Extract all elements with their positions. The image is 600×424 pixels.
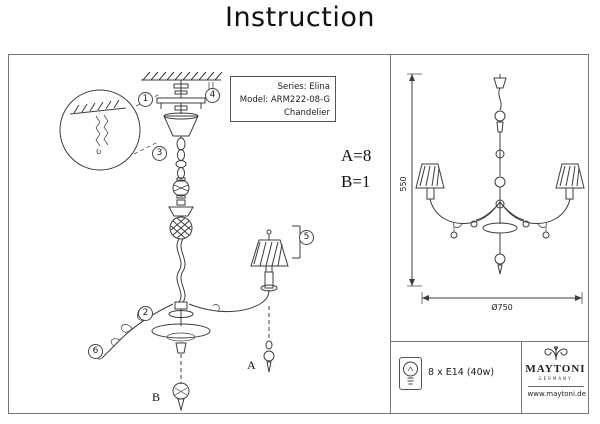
callout-6: 6 — [88, 344, 103, 359]
brand-tagline: GERMANY — [538, 376, 573, 381]
right-horizontal-divider — [390, 341, 589, 342]
brand-emblem-icon — [538, 345, 574, 362]
content-frame — [8, 54, 589, 414]
crystal-ball — [169, 200, 193, 239]
diameter-dimension: Ø750 — [422, 292, 582, 312]
chandelier-drawing: 550 Ø750 — [399, 58, 588, 312]
callout-2: 2 — [138, 306, 153, 321]
model-label: Model: ARM222-08-G — [239, 95, 330, 106]
series-label: Series: Elina — [277, 82, 330, 92]
brand-name: MAYTONI — [525, 363, 586, 375]
callout-3: 3 — [152, 146, 167, 161]
bulb-box — [399, 357, 422, 390]
quantity-a: A=8 — [341, 146, 372, 165]
main-vertical-divider — [390, 54, 391, 414]
height-dimension-label: 550 — [399, 176, 408, 191]
diameter-dimension-label: Ø750 — [491, 302, 513, 312]
part-a-drawing — [264, 306, 274, 372]
callout-1: 1 — [138, 92, 153, 107]
quantity-b: B=1 — [341, 172, 371, 191]
chain-links — [176, 136, 186, 179]
callout-5: 5 — [299, 230, 314, 245]
spec-box: Series: Elina Model: ARM222-08-G Chandel… — [230, 76, 336, 122]
assembly-diagram — [8, 54, 390, 414]
part-quantities: A=8 B=1 — [341, 143, 387, 195]
mounting-hardware — [157, 80, 213, 114]
right-arm — [189, 266, 277, 312]
page-title: Instruction — [224, 2, 375, 33]
brand-website: www.maytoni.de — [527, 386, 586, 398]
twisted-stem — [177, 239, 185, 302]
product-type-label: Chandelier — [284, 108, 330, 119]
height-dimension: 550 — [399, 74, 422, 286]
chandelier-silhouette — [416, 74, 584, 274]
lamp-shade — [251, 226, 300, 266]
ceiling-hatch — [141, 72, 222, 80]
part-label-a: A — [247, 358, 256, 372]
detail-magnifier-circle — [60, 90, 160, 170]
logo-vertical-divider — [521, 341, 522, 414]
bulb-spec-label: 8 x E14 (40w) — [428, 367, 495, 378]
canopy — [164, 113, 198, 136]
bulb-icon — [400, 358, 421, 389]
brand-block: MAYTONI GERMANY www.maytoni.de — [522, 342, 589, 414]
part-label-b: B — [152, 390, 161, 404]
faceted-ornament — [173, 178, 189, 198]
callout-4: 4 — [205, 88, 220, 103]
central-body — [152, 302, 210, 410]
left-arm — [98, 304, 174, 359]
